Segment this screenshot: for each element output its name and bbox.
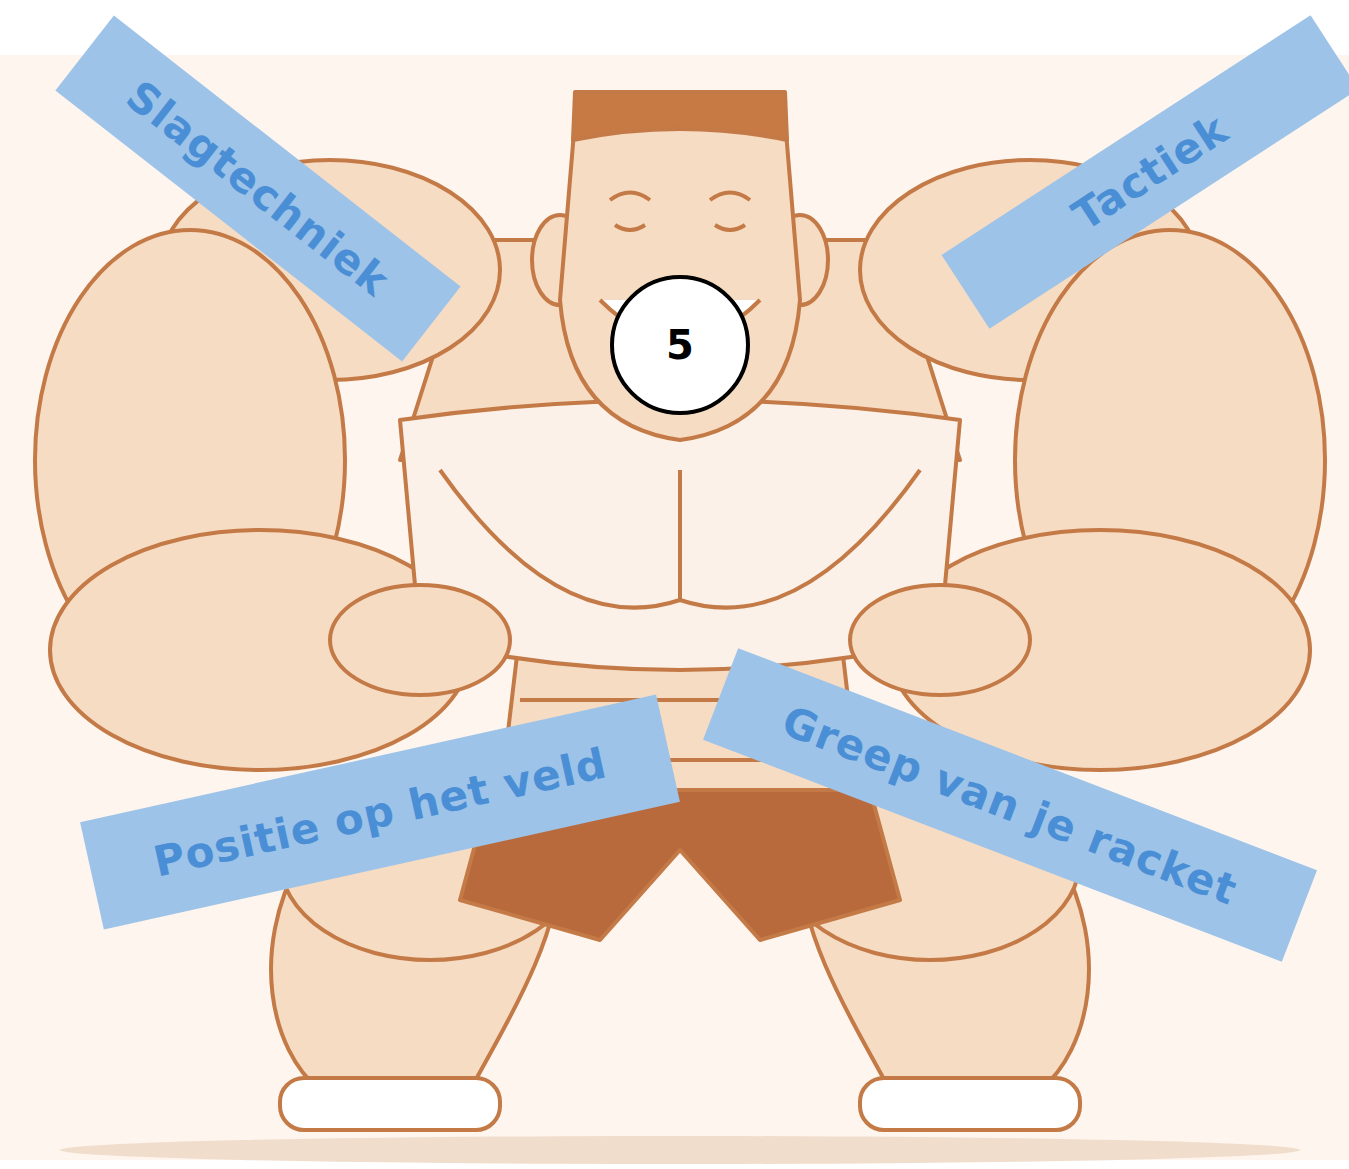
hair — [573, 92, 787, 140]
head — [560, 92, 800, 440]
ground-shadow — [60, 1136, 1300, 1164]
circle-shape — [612, 277, 748, 413]
eyebrows — [610, 193, 750, 201]
right-fist — [850, 585, 1030, 695]
number-circle: 5 — [609, 274, 751, 416]
left-shoe — [280, 1078, 500, 1130]
right-shoe — [860, 1078, 1080, 1130]
figure — [35, 92, 1325, 1130]
pec-line — [440, 470, 920, 608]
left-fist — [330, 585, 510, 695]
chest-line — [678, 470, 682, 600]
eyes — [615, 225, 745, 230]
callout-number: 5 — [666, 322, 694, 368]
